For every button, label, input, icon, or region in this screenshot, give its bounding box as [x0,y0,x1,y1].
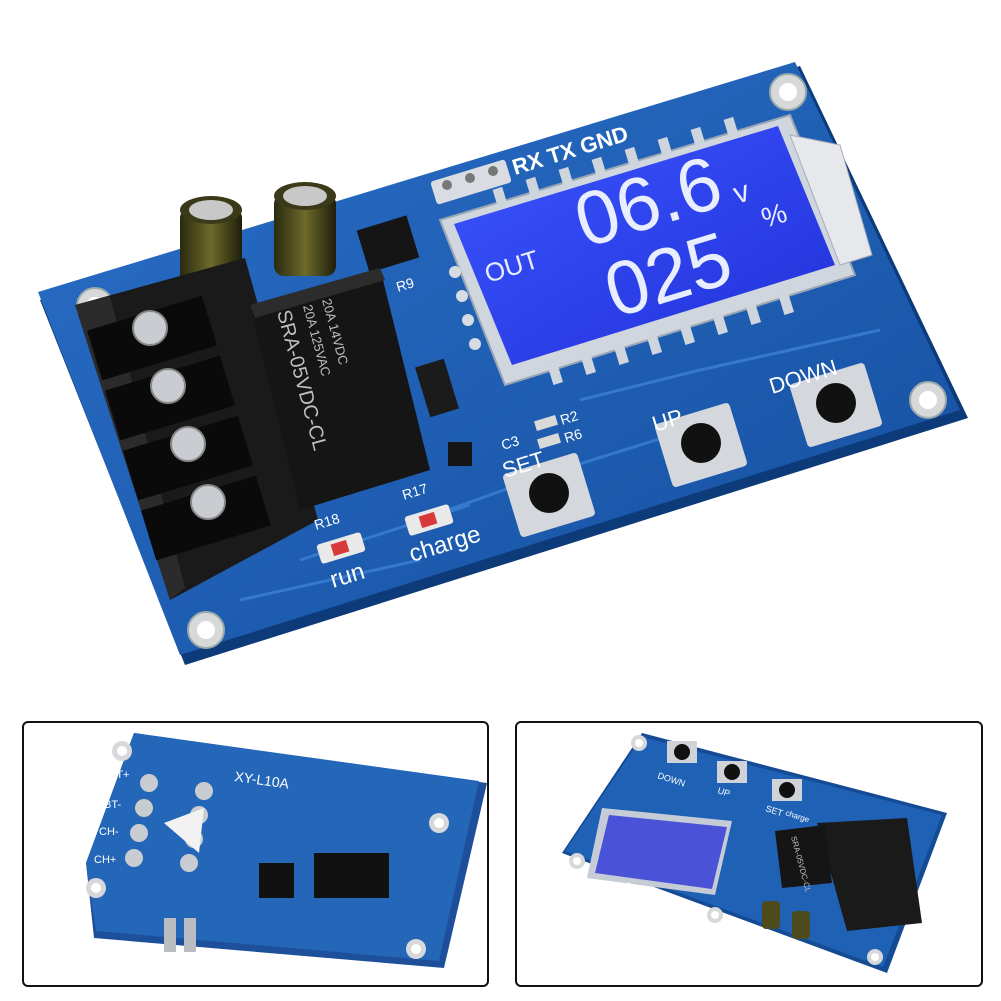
ref-r17: R17 [400,480,429,503]
side-pads [449,266,481,350]
up-button[interactable] [654,402,748,488]
capacitor [274,182,336,276]
back-terminal-bt-minus: BT- [104,799,121,811]
ref-c3: C3 [499,432,521,453]
ref-r18: R18 [312,510,341,533]
ref-r6: R6 [562,425,584,446]
back-terminal-ch-minus: CH- [99,826,119,838]
capacitor [180,196,242,290]
inset-back-view: XY-L10A BT+ BT- CH- CH+ [22,721,489,987]
inset-front-view: DOWN UP SET charge RX TX GND SRA-05VDC-C… [515,721,983,987]
front-board-photo: DOWN UP SET charge RX TX GND SRA-05VDC-C… [562,733,947,973]
lcd-screen [454,126,835,365]
serial-header [430,159,512,205]
relay [250,268,430,510]
back-terminal-ch-plus: CH+ [94,854,116,866]
front-up-label: UP [716,785,731,798]
set-button[interactable] [502,452,596,538]
back-board-photo: XY-L10A BT+ BT- CH- CH+ [86,733,487,968]
transistor [448,442,472,466]
main-board-photo: RX TX GND OUT [38,62,968,665]
ic-chip [356,215,420,273]
back-model-label: XY-L10A [234,768,291,792]
ref-r9: R9 [394,274,416,295]
terminal-block [75,258,318,600]
ref-r2: R2 [558,407,580,428]
down-button[interactable] [789,362,883,448]
back-terminal-bt-plus: BT+ [109,769,129,781]
diode [415,358,459,418]
lcd-ribbon [789,134,873,266]
